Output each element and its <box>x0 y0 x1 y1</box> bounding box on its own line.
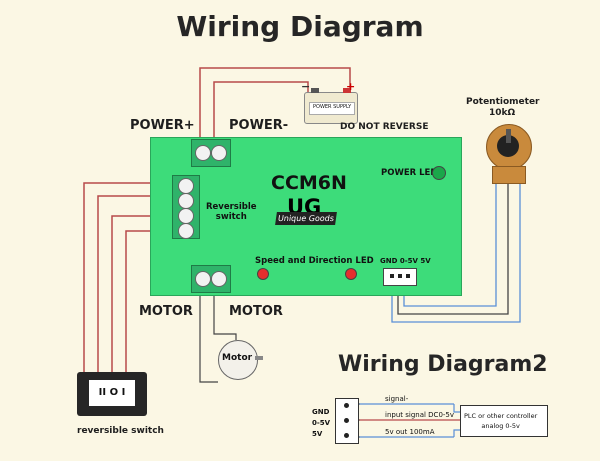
motor-left-label: MOTOR <box>139 304 193 319</box>
5v-out-label: 5v out 100mA <box>385 428 435 436</box>
motor-screw-1 <box>195 271 211 287</box>
power-plus-screw <box>195 145 211 161</box>
motor-terminal <box>191 265 231 293</box>
power-led <box>432 166 446 180</box>
speed-direction-led-label: Speed and Direction LED <box>255 256 374 266</box>
diagram2-title: Wiring Diagram2 <box>338 352 548 377</box>
power-supply-label: POWER SUPPLY <box>313 104 352 110</box>
switch-screw-1 <box>178 178 194 194</box>
switch-face: II O I <box>89 380 135 406</box>
pin-05v-label: 0-5V <box>312 419 331 427</box>
brand-band: Unique Goods <box>275 212 337 225</box>
reversible-switch-board-label: Reversible switch <box>206 202 257 222</box>
potentiometer <box>486 124 532 170</box>
reversible-switch-label: reversible switch <box>77 426 164 436</box>
power-led-label: POWER LED <box>381 168 438 178</box>
switch-face-text: II O I <box>98 387 126 398</box>
pin-3 <box>406 274 410 278</box>
pot-header-label: GND 0-5V 5V <box>380 257 431 265</box>
reversible-switch: II O I <box>77 372 147 416</box>
pot-lugs <box>492 166 526 184</box>
power-terminal <box>191 139 231 167</box>
pin-5v-label: 5V <box>312 430 323 438</box>
potentiometer-label: Potentiometer <box>466 97 540 107</box>
switch-screw-2 <box>178 193 194 209</box>
wire-pot-1 <box>391 180 521 323</box>
wire-power-minus <box>213 81 309 140</box>
pot-header <box>383 268 417 286</box>
wire2-signal-end <box>453 404 460 413</box>
wire-switch-1 <box>83 182 181 372</box>
motor-right-label: MOTOR <box>229 304 283 319</box>
wire2-5v-end <box>453 429 460 437</box>
pin-2 <box>398 274 402 278</box>
board-model: CCM6N <box>271 172 347 194</box>
switch-screw-3 <box>178 208 194 224</box>
wire-motor-2 <box>213 290 237 340</box>
wire-motor-1 <box>199 290 218 383</box>
battery-terminal-plus <box>343 88 351 93</box>
motor <box>218 340 258 380</box>
plc-label: PLC or other controller analog 0-5v <box>464 412 538 430</box>
speed-led-right <box>345 268 357 280</box>
motor-screw-2 <box>211 271 227 287</box>
pot-shaft <box>506 129 511 143</box>
power-minus-label: POWER- <box>229 118 289 133</box>
pot-knob <box>497 135 519 157</box>
battery-terminal-minus <box>311 88 319 93</box>
connector-pin-3 <box>344 433 349 438</box>
signal-minus-label: signal- <box>385 395 409 403</box>
speed-led-left <box>257 268 269 280</box>
do-not-reverse-label: DO NOT REVERSE <box>340 122 429 132</box>
connector-pin-2 <box>344 418 349 423</box>
reversible-switch-text: Reversible switch <box>206 202 257 222</box>
page-title: Wiring Diagram <box>176 10 424 43</box>
power-minus-screw <box>211 145 227 161</box>
minus-sign: − <box>301 80 311 93</box>
pot-value-label: 10kΩ <box>489 108 516 118</box>
input-signal-label: input signal DC0-5v <box>385 411 455 419</box>
wire-pot-2 <box>397 180 509 315</box>
motor-label: Motor <box>222 353 253 363</box>
diagram2-connector <box>335 398 359 444</box>
wire-power-plus <box>199 67 351 140</box>
motor-shaft <box>255 356 263 360</box>
pin-1 <box>390 274 394 278</box>
brand-label: Unique Goods <box>277 214 335 223</box>
battery-band <box>309 102 355 115</box>
battery: POWER SUPPLY <box>304 88 358 124</box>
connector-pin-1 <box>344 403 349 408</box>
plus-sign: + <box>346 80 356 93</box>
pin-gnd-label: GND <box>312 408 330 416</box>
switch-terminal <box>172 175 200 239</box>
power-plus-label: POWER+ <box>130 118 195 133</box>
switch-screw-4 <box>178 223 194 239</box>
plc-box: PLC or other controller analog 0-5v <box>460 405 548 437</box>
